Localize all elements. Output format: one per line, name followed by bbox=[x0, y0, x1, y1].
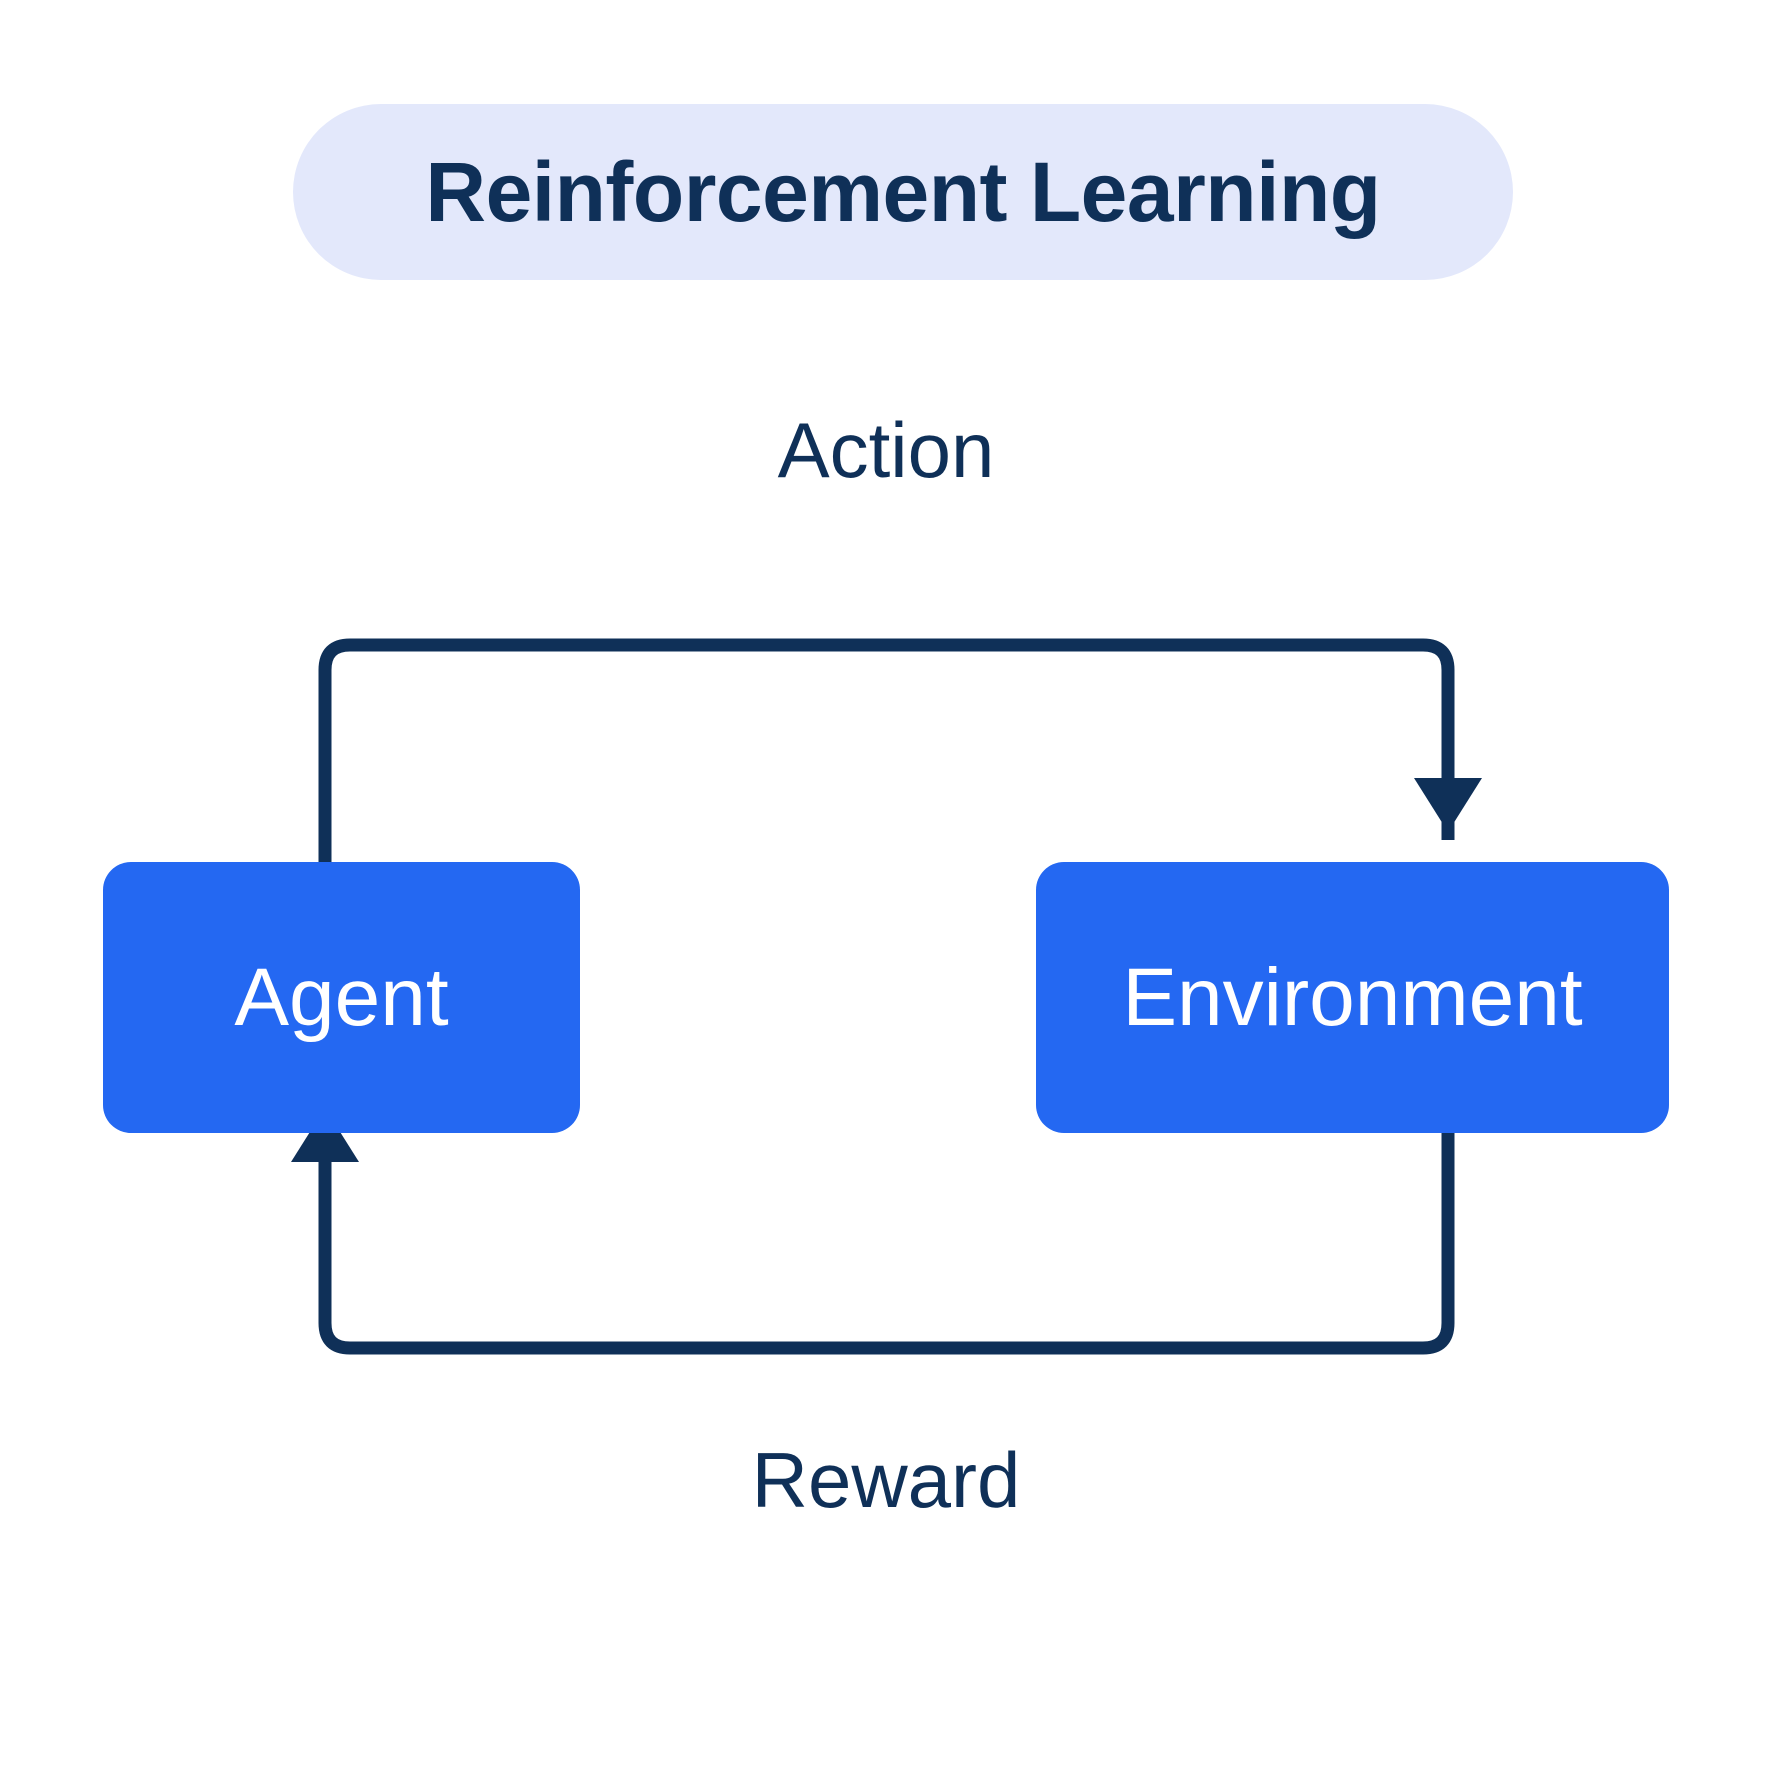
edge-label-action: Action bbox=[777, 406, 995, 494]
page-title: Reinforcement Learning bbox=[425, 144, 1381, 239]
node-agent-label: Agent bbox=[234, 951, 449, 1043]
node-environment[interactable]: Environment bbox=[1036, 862, 1669, 1133]
edge-label-reward: Reward bbox=[751, 1436, 1021, 1524]
node-environment-label: Environment bbox=[1122, 951, 1583, 1043]
title-pill: Reinforcement Learning bbox=[293, 104, 1513, 280]
node-agent[interactable]: Agent bbox=[103, 862, 580, 1133]
